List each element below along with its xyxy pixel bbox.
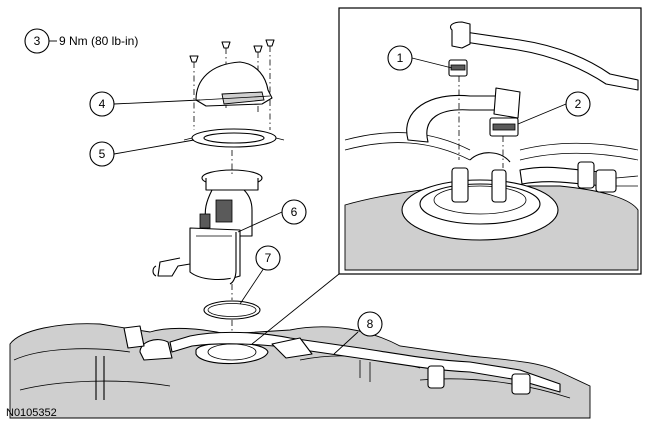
callout-4-number: 4 <box>99 97 106 111</box>
torque-spec-label: 9 Nm (80 lb-in) <box>59 34 138 48</box>
fuel-tank <box>9 323 591 419</box>
fuel-pump-module <box>152 169 263 285</box>
callout-4: 4 <box>89 91 115 117</box>
callout-2: 2 <box>565 91 591 117</box>
callout-5: 5 <box>89 141 115 167</box>
callout-6: 6 <box>281 199 307 225</box>
callout-1-number: 1 <box>397 51 404 65</box>
bolts-group <box>189 39 275 130</box>
callout-3-number: 3 <box>34 34 41 48</box>
callout-8: 8 <box>357 311 383 337</box>
figure-id: N0105352 <box>6 407 57 419</box>
callout-7: 7 <box>255 245 281 271</box>
callout-7-number: 7 <box>265 251 272 265</box>
heat-shield <box>195 61 273 107</box>
callout-2-number: 2 <box>575 97 582 111</box>
callout-8-number: 8 <box>367 317 374 331</box>
detail-inset <box>338 7 642 275</box>
callout-5-number: 5 <box>99 147 106 161</box>
lock-ring <box>183 128 285 148</box>
electrical-connector <box>406 87 521 143</box>
callout-6-number: 6 <box>291 205 298 219</box>
quick-connect-fitting <box>448 21 471 77</box>
o-ring-seal <box>203 300 261 320</box>
callout-1: 1 <box>387 45 413 71</box>
callout-3: 3 <box>24 28 50 54</box>
